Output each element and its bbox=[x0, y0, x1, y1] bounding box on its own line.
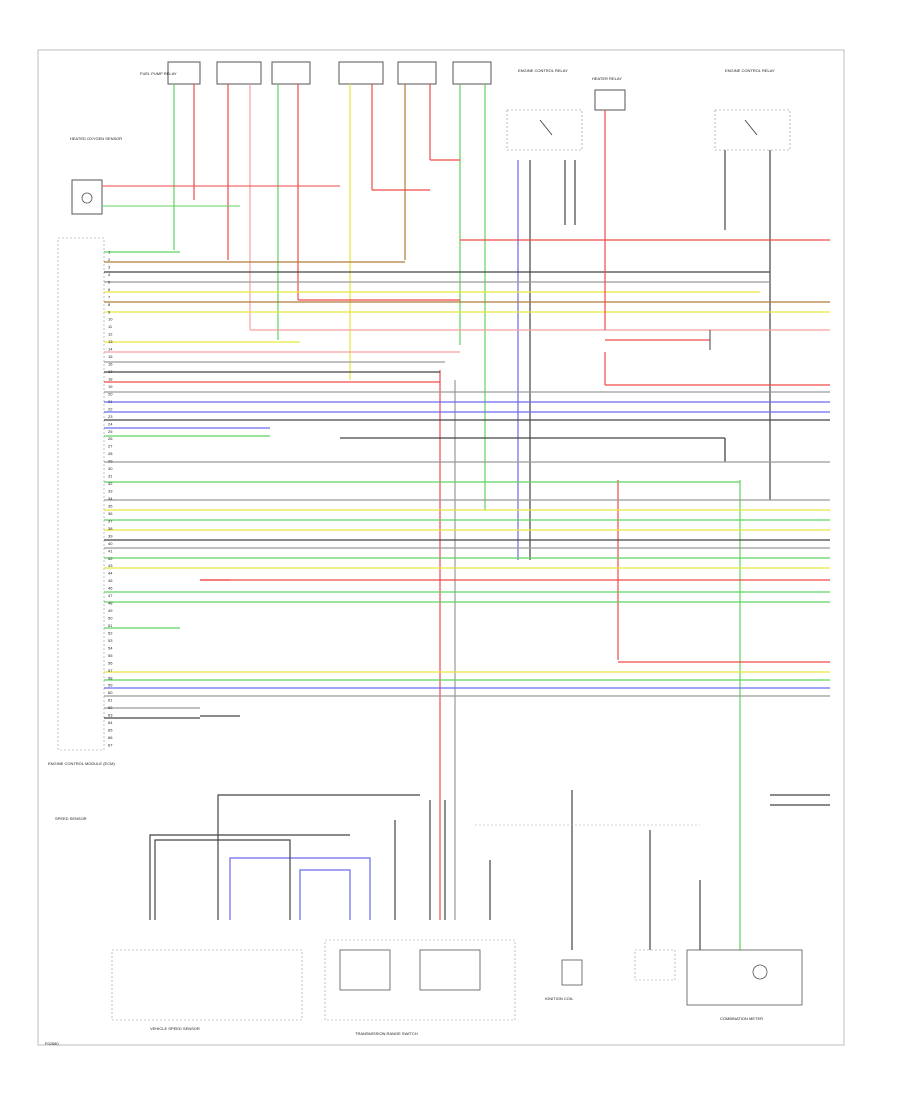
ecm-pin-label: 60 bbox=[108, 690, 113, 695]
ecm-pin-label: 41 bbox=[108, 548, 113, 553]
ecm-pin-label: 4 bbox=[108, 272, 111, 277]
ecm-pin-label: 13 bbox=[108, 339, 113, 344]
ecm-pin-label: 12 bbox=[108, 332, 113, 337]
ecm-pin-label: 18 bbox=[108, 376, 113, 381]
ecm-pin-label: 54 bbox=[108, 645, 113, 650]
ecm-pin-label: 56 bbox=[108, 660, 113, 665]
ecm-pin-label: 26 bbox=[108, 436, 113, 441]
ecm-pin-label: 65 bbox=[108, 728, 113, 733]
ecm-pin-label: 40 bbox=[108, 541, 113, 546]
ecm-pin-label: 63 bbox=[108, 713, 113, 718]
ecm-pin-label: 14 bbox=[108, 347, 113, 352]
bottom-left-label: VEHICLE SPEED SENSOR bbox=[150, 1026, 200, 1031]
top-component-label: FUEL PUMP RELAY bbox=[140, 71, 177, 76]
ecm-pin-label: 33 bbox=[108, 489, 113, 494]
ecm-pin-label: 31 bbox=[108, 474, 113, 479]
ecm-pin-label: 17 bbox=[108, 369, 113, 374]
ecm-pin-label: 38 bbox=[108, 526, 113, 531]
bottom-wiring bbox=[149, 790, 830, 950]
ecm-pin-label: 23 bbox=[108, 414, 113, 419]
ecm-pin-label: 28 bbox=[108, 451, 113, 456]
ecm-pin-label: 19 bbox=[108, 384, 113, 389]
ecm-pin-label: 46 bbox=[108, 586, 113, 591]
ecm-pin-label: 47 bbox=[108, 593, 113, 598]
top-components: FUEL PUMP RELAY ENGINE CONTROL RELAY HEA… bbox=[140, 61, 775, 111]
heated-oxygen-sensor: HEATED OXYGEN SENSOR bbox=[70, 136, 122, 215]
ecm-pin-label: 48 bbox=[108, 601, 113, 606]
bottom-center-label: TRANSMISSION RANGE SWITCH bbox=[355, 1031, 418, 1036]
ecm-pin-label: 45 bbox=[108, 578, 113, 583]
ecm-pin-label: 52 bbox=[108, 630, 113, 635]
ecm-pin-label: 42 bbox=[108, 556, 113, 561]
speed-sensor-note: SPEED SENSOR bbox=[55, 816, 87, 821]
ecm-pin-label: 62 bbox=[108, 705, 113, 710]
ecm-pin-label: 32 bbox=[108, 481, 113, 486]
ecm-pin-label: 30 bbox=[108, 466, 113, 471]
ecm-pin-label: 37 bbox=[108, 518, 113, 523]
top-component-label: ENGINE CONTROL RELAY bbox=[725, 68, 775, 73]
ecm-pin-label: 22 bbox=[108, 406, 113, 411]
ecm-outline bbox=[57, 237, 105, 751]
ecm-pin-label: 35 bbox=[108, 503, 113, 508]
left-sensor-label: HEATED OXYGEN SENSOR bbox=[70, 136, 122, 141]
ecm-pin-label: 58 bbox=[108, 675, 113, 680]
ecm-pin-label: 15 bbox=[108, 354, 113, 359]
ecm-pin-label: 9 bbox=[108, 309, 111, 314]
ecm-pin-label: 67 bbox=[108, 743, 113, 748]
ecm-pin-label: 11 bbox=[108, 324, 113, 329]
bottom-mid-right-label: IGNITION COIL bbox=[545, 996, 574, 1001]
ecm-pin-label: 44 bbox=[108, 571, 113, 576]
bottom-components: VEHICLE SPEED SENSOR TRANSMISSION RANGE … bbox=[55, 816, 803, 1036]
ecm-pin-label: 29 bbox=[108, 459, 113, 464]
ecm-pin-label: 64 bbox=[108, 720, 113, 725]
ecm-label: ENGINE CONTROL MODULE (ECM) bbox=[48, 761, 115, 766]
ecm-pin-label: 8 bbox=[108, 302, 111, 307]
ecm-pin-label: 2 bbox=[108, 257, 111, 262]
ecm-bus-wires bbox=[104, 251, 830, 719]
ecm-pin-label: 34 bbox=[108, 496, 113, 501]
ecm-pin-label: 27 bbox=[108, 444, 113, 449]
ecm-pin-labels: 1234567891011121314151617181920212223242… bbox=[108, 250, 113, 748]
ecm-pin-label: 6 bbox=[108, 287, 111, 292]
ecm-pin-label: 1 bbox=[108, 250, 111, 255]
diagram-border bbox=[37, 49, 845, 1046]
ecm-pin-label: 51 bbox=[108, 623, 113, 628]
diagram-code: F02680 bbox=[45, 1041, 59, 1046]
ecm-pin-label: 7 bbox=[108, 294, 111, 299]
ecm-pin-label: 5 bbox=[108, 279, 111, 284]
ecm-pin-label: 61 bbox=[108, 698, 113, 703]
ecm-pin-label: 55 bbox=[108, 653, 113, 658]
ecm-pin-label: 24 bbox=[108, 421, 113, 426]
ecm-pin-label: 16 bbox=[108, 362, 113, 367]
ecm-pin-label: 10 bbox=[108, 317, 113, 322]
ecm-pin-label: 49 bbox=[108, 608, 113, 613]
ecm-pin-label: 25 bbox=[108, 429, 113, 434]
ecm-pin-label: 50 bbox=[108, 616, 113, 621]
ecm-pin-label: 3 bbox=[108, 264, 111, 269]
ecm-pin-label: 21 bbox=[108, 399, 113, 404]
vertical-wires bbox=[173, 84, 771, 950]
ecm-pin-label: 20 bbox=[108, 391, 113, 396]
top-component-label: ENGINE CONTROL RELAY bbox=[518, 68, 568, 73]
ecm-pin-label: 39 bbox=[108, 533, 113, 538]
ecm-pin-label: 53 bbox=[108, 638, 113, 643]
ecm-pin-label: 59 bbox=[108, 683, 113, 688]
ecm-pin-label: 57 bbox=[108, 668, 113, 673]
top-component-label: HEATER RELAY bbox=[592, 76, 622, 81]
ecm-pin-label: 36 bbox=[108, 511, 113, 516]
ecm-pin-label: 43 bbox=[108, 563, 113, 568]
bottom-right-label: COMBINATION METER bbox=[720, 1016, 763, 1021]
ecm-pin-label: 66 bbox=[108, 735, 113, 740]
